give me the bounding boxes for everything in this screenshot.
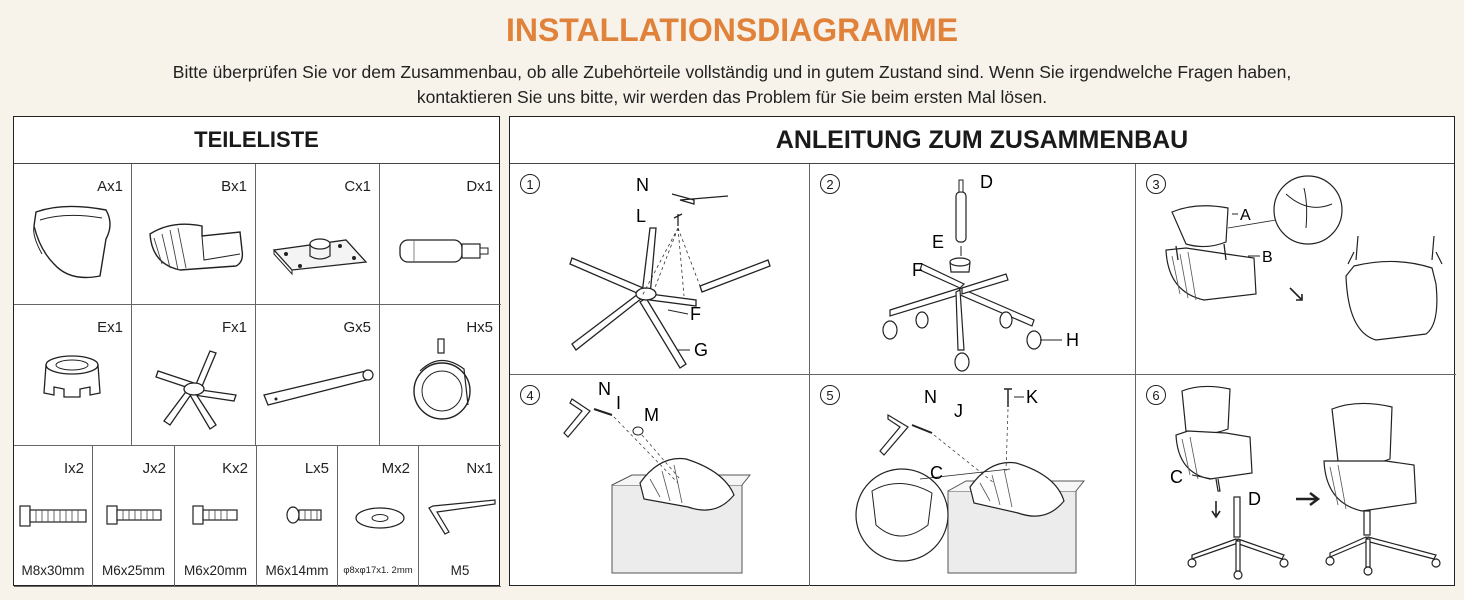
step-2-callout-h: H bbox=[1066, 330, 1079, 350]
part-cell-a: Ax1 bbox=[14, 164, 132, 305]
part-cell-g: Gx5 bbox=[256, 305, 380, 446]
step-6-callout-d: D bbox=[1248, 489, 1261, 509]
step-1-callout-l: L bbox=[636, 206, 646, 226]
step-4-illustration: N I M bbox=[563, 379, 752, 574]
hardware-cell-m: Mx2 φ8xφ17x1. 2mm bbox=[338, 446, 419, 587]
part-cell-e: Ex1 bbox=[14, 305, 132, 446]
hardware-label-l: Lx5 bbox=[304, 460, 329, 477]
screw-m6x14-icon bbox=[286, 506, 322, 524]
washer-icon bbox=[355, 507, 405, 529]
part-label-d: Dx1 bbox=[466, 178, 493, 195]
step-2-callout-d: D bbox=[980, 172, 993, 192]
step-4-callout-i: I bbox=[616, 393, 621, 413]
hardware-cell-i: Ix2 M8x30mm bbox=[14, 446, 93, 587]
allen-key-icon bbox=[428, 499, 496, 535]
hardware-size-m: φ8xφ17x1. 2mm bbox=[343, 565, 413, 576]
subtitle-line-2: kontaktieren Sie uns bitte, wir werden d… bbox=[416, 87, 1048, 107]
part-label-g: Gx5 bbox=[343, 319, 371, 336]
hardware-cell-l: Lx5 M6x14mm bbox=[257, 446, 338, 587]
bolt-m6x20-icon bbox=[192, 505, 238, 525]
bolt-m6x25-icon bbox=[106, 505, 162, 525]
hardware-size-l: M6x14mm bbox=[265, 563, 329, 578]
step-4: 4 N I M bbox=[510, 375, 810, 586]
part-cell-d: Dx1 bbox=[380, 164, 501, 305]
seat-back-icon bbox=[33, 205, 111, 279]
hardware-size-k: M6x20mm bbox=[183, 563, 247, 578]
step-number-2: 2 bbox=[820, 174, 840, 194]
hardware-label-j: Jx2 bbox=[142, 460, 166, 477]
step-6-callout-c: C bbox=[1170, 467, 1183, 487]
hardware-cell-j: Jx2 M6x25mm bbox=[93, 446, 175, 587]
step-5-callout-k: K bbox=[1026, 387, 1038, 407]
step-5-callout-n: N bbox=[924, 387, 937, 407]
step-1-callout-g: G bbox=[694, 340, 708, 360]
part-cell-c: Cx1 bbox=[256, 164, 380, 305]
hardware-label-i: Ix2 bbox=[63, 460, 84, 477]
step-number-5: 5 bbox=[820, 385, 840, 405]
cylinder-cover-icon bbox=[43, 355, 101, 398]
step-5-callout-j: J bbox=[954, 401, 963, 421]
step-number-3: 3 bbox=[1146, 174, 1166, 194]
step-4-callout-m: M bbox=[644, 405, 659, 425]
step-3-illustration: A B bbox=[1165, 175, 1443, 341]
part-label-c: Cx1 bbox=[344, 178, 371, 195]
hardware-size-n: M5 bbox=[450, 563, 470, 578]
step-5-callout-c: C bbox=[930, 463, 943, 483]
step-5-illustration: N J K C bbox=[855, 387, 1086, 574]
hardware-label-k: Kx2 bbox=[222, 460, 248, 477]
parts-list-title: TEILELISTE bbox=[14, 117, 499, 164]
step-3-callout-b: B bbox=[1262, 249, 1273, 266]
part-cell-b: Bx1 bbox=[132, 164, 256, 305]
caster-wheel-icon bbox=[413, 338, 471, 420]
step-3-callout-a: A bbox=[1240, 207, 1251, 224]
step-5: 5 N J K C bbox=[810, 375, 1136, 586]
hardware-label-m: Mx2 bbox=[381, 460, 410, 477]
gas-lift-cylinder-icon bbox=[399, 239, 489, 263]
hardware-cell-k: Kx2 M6x20mm bbox=[175, 446, 257, 587]
subtitle-line-1: Bitte überprüfen Sie vor dem Zusammenbau… bbox=[172, 62, 1292, 82]
step-6-illustration: C D bbox=[1170, 385, 1441, 580]
assembly-title: ANLEITUNG ZUM ZUSAMMENBAU bbox=[510, 117, 1454, 164]
hardware-size-i: M8x30mm bbox=[21, 563, 85, 578]
step-1-callout-f: F bbox=[690, 304, 701, 324]
part-label-b: Bx1 bbox=[221, 178, 247, 195]
seat-icon bbox=[149, 223, 244, 271]
step-2-callout-f: F bbox=[912, 260, 923, 280]
step-1: 1 N L F G bbox=[510, 164, 810, 375]
part-cell-f: Fx1 bbox=[132, 305, 256, 446]
step-6: 6 bbox=[1136, 375, 1456, 586]
step-number-4: 4 bbox=[520, 385, 540, 405]
part-label-e: Ex1 bbox=[97, 319, 123, 336]
part-label-f: Fx1 bbox=[221, 319, 247, 336]
star-base-icon bbox=[155, 350, 237, 430]
step-2: 2 D E F H bbox=[810, 164, 1136, 375]
step-number-6: 6 bbox=[1146, 385, 1166, 405]
step-1-illustration: N L F G bbox=[569, 175, 771, 369]
step-3: 3 A B bbox=[1136, 164, 1456, 375]
assembly-panel: ANLEITUNG ZUM ZUSAMMENBAU 1 N L F G bbox=[509, 116, 1456, 586]
hardware-size-j: M6x25mm bbox=[101, 563, 165, 578]
part-cell-h: Hx5 bbox=[380, 305, 501, 446]
mounting-plate-icon bbox=[272, 238, 368, 276]
hardware-label-n: Nx1 bbox=[466, 460, 493, 477]
step-4-callout-n: N bbox=[598, 379, 611, 399]
page-title: INSTALLATIONSDIAGRAMME bbox=[505, 12, 959, 48]
step-number-1: 1 bbox=[520, 174, 540, 194]
part-label-h: Hx5 bbox=[466, 319, 493, 336]
part-label-a: Ax1 bbox=[97, 178, 123, 195]
step-2-illustration: D E F H bbox=[882, 172, 1079, 372]
step-2-callout-e: E bbox=[932, 232, 944, 252]
base-leg-cover-icon bbox=[263, 369, 374, 406]
bolt-m8x30-icon bbox=[19, 505, 87, 527]
step-1-callout-n: N bbox=[636, 175, 649, 195]
parts-list-panel: TEILELISTE Ax1 Bx1 Cx1 Dx1 bbox=[13, 116, 501, 587]
hardware-cell-n: Nx1 M5 bbox=[419, 446, 501, 587]
page-subtitle: Bitte überprüfen Sie vor dem Zusammenbau… bbox=[40, 60, 1424, 110]
